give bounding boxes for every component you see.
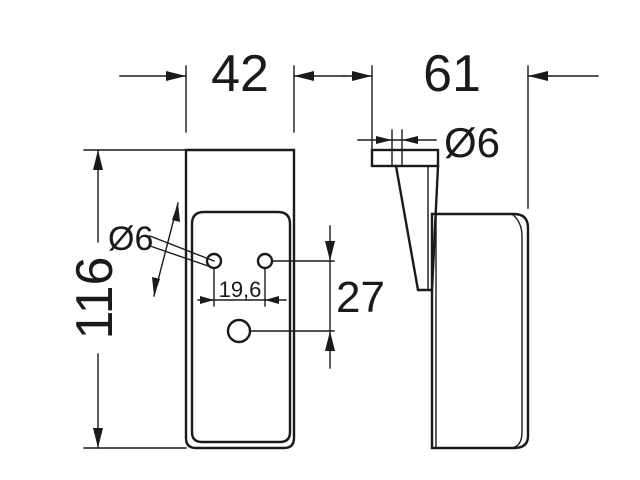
front-view-inner-panel xyxy=(190,210,292,444)
dimension-label-61: 61 xyxy=(423,45,481,103)
front-view-outer-body xyxy=(184,148,296,450)
center-hole xyxy=(226,318,252,344)
dimension-label-bracket-hole: Ø6 xyxy=(444,119,500,166)
side-view-lamp-body xyxy=(430,212,530,450)
dimension-label-116: 116 xyxy=(66,257,124,340)
mounting-hole-right xyxy=(256,252,274,270)
dimension-bracket-hole: Ø6 xyxy=(357,119,500,166)
bracket-arm xyxy=(394,164,440,292)
dimension-label-19-6: 19,6 xyxy=(219,277,262,302)
dimension-label-mount-hole: Ø6 xyxy=(108,220,153,258)
bracket-top-plate xyxy=(370,148,440,168)
dimension-hole-spacing: 19,6 xyxy=(197,267,287,307)
dimension-vertical-offset: 27 xyxy=(249,225,385,369)
dimension-mount-hole: Ø6 xyxy=(108,202,215,297)
dimension-width-front: 42 xyxy=(119,45,345,133)
side-view xyxy=(370,148,530,450)
dimension-label-42: 42 xyxy=(211,45,269,103)
dimension-label-27: 27 xyxy=(336,273,385,322)
dimension-height: 116 xyxy=(66,149,187,449)
dimension-depth-side: 61 xyxy=(343,45,599,209)
